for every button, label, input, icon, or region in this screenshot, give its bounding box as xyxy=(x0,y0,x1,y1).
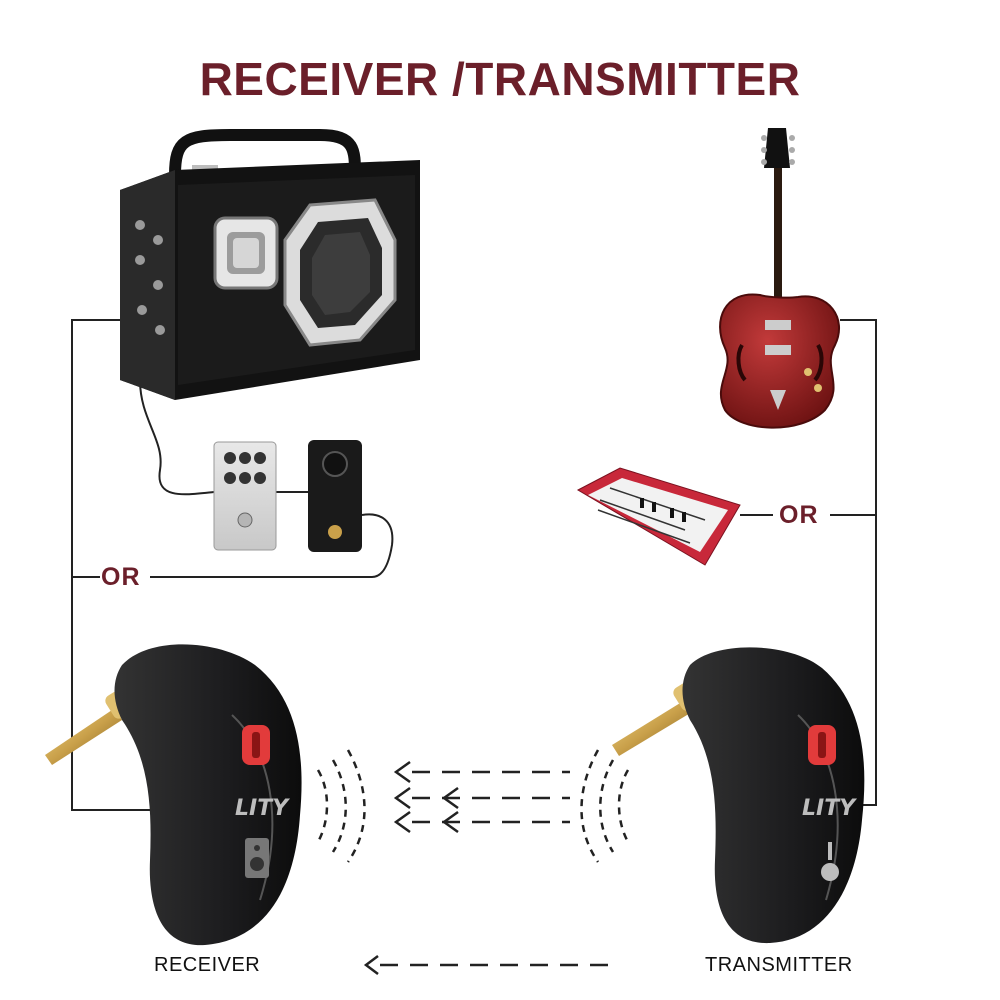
overdrive-pedal xyxy=(213,441,277,551)
transmitter-guitar-mark-icon xyxy=(821,842,839,881)
transmitter-caption: TRANSMITTER xyxy=(705,954,853,976)
transmitter-device xyxy=(612,647,865,944)
left-connection-line xyxy=(71,319,160,811)
signal-arrow-3 xyxy=(393,810,570,834)
transmitter-signal-waves-icon xyxy=(580,749,630,863)
keyboard-organ xyxy=(576,467,741,566)
receiver-caption: RECEIVER xyxy=(154,954,261,976)
or-label-right: OR xyxy=(779,501,819,529)
speaker-amplifier xyxy=(120,129,420,400)
or-label-left: OR xyxy=(101,563,141,591)
page-title: RECEIVER /TRANSMITTER xyxy=(199,53,801,105)
receiver-device xyxy=(45,644,302,946)
receiver-brand-logo: LITY xyxy=(235,796,290,821)
pedal-cables xyxy=(139,379,394,578)
signal-arrows xyxy=(363,760,612,975)
mini-pedal xyxy=(308,440,362,552)
signal-arrow-2 xyxy=(393,786,570,810)
electric-guitar xyxy=(719,128,841,429)
receiver-signal-waves-icon xyxy=(316,749,366,863)
bottom-direction-arrow xyxy=(363,955,612,975)
transmitter-brand-logo: LITY xyxy=(802,796,857,821)
signal-arrow-1 xyxy=(393,760,570,784)
